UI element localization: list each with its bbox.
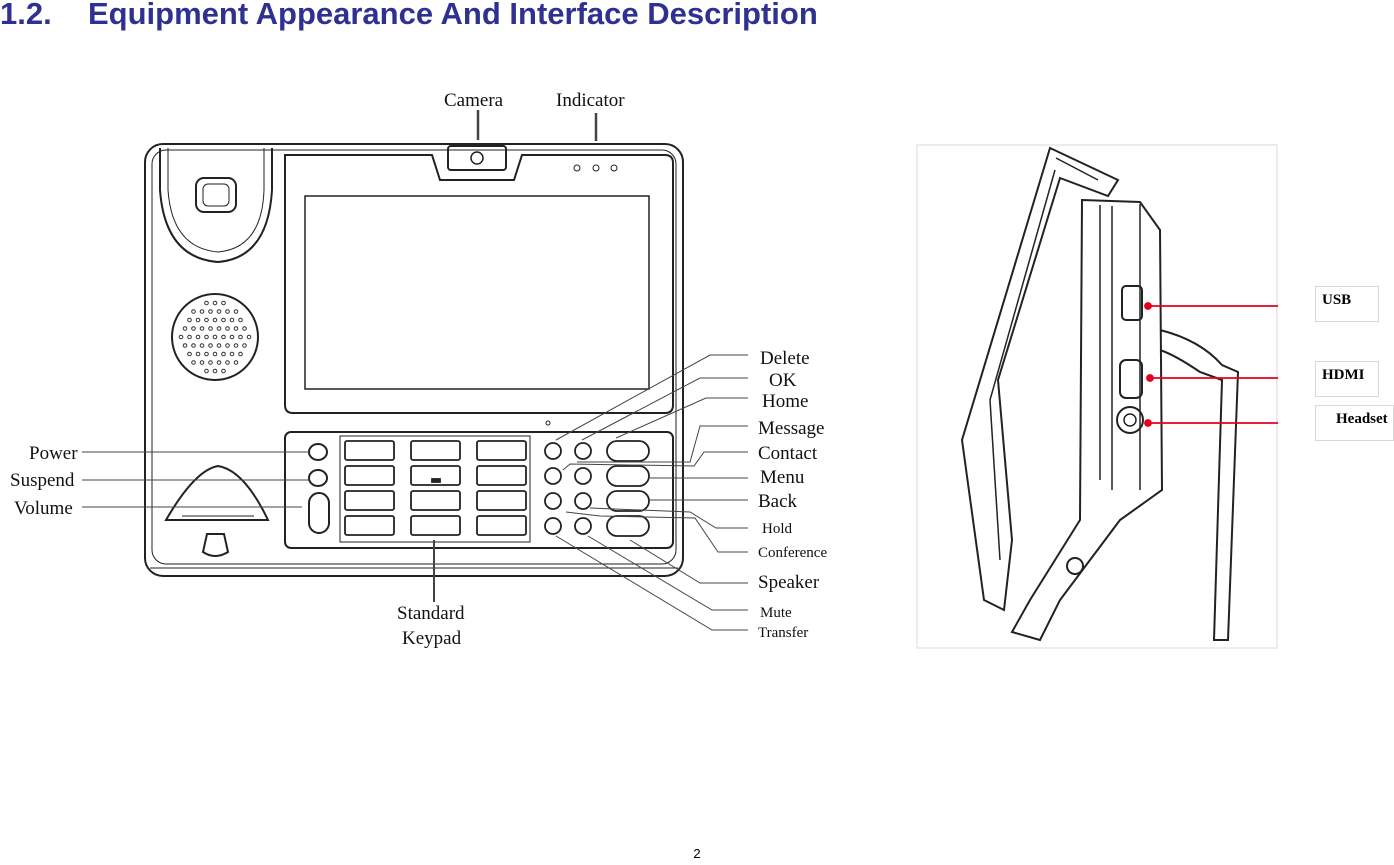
side-stand: [1159, 329, 1240, 641]
keypad-key: [344, 515, 395, 536]
keypad-key: [410, 440, 461, 461]
keypad-panel: [284, 431, 674, 549]
back-label: Back: [758, 491, 798, 512]
stand-wedge: [164, 464, 270, 521]
keypad-key: [476, 515, 527, 536]
keypad-key: [410, 490, 461, 511]
suspend-label: Suspend: [10, 470, 75, 491]
camera-module: [447, 145, 507, 171]
function-button: [574, 492, 592, 510]
indicator-led-1: [573, 164, 581, 172]
function-button: [544, 517, 562, 535]
side-back-panel: [960, 146, 1120, 612]
keypad-key: [476, 440, 527, 461]
display-screen: [304, 195, 650, 390]
home-label: Home: [762, 391, 808, 412]
function-button: [544, 492, 562, 510]
side-body: [1010, 198, 1164, 642]
speaker-grille: [171, 293, 259, 381]
delete-label: Delete: [760, 348, 810, 369]
hold-label: Hold: [762, 521, 793, 537]
handset-cradle: [159, 148, 273, 264]
keypad-key: [344, 465, 395, 486]
usb-port: [1121, 285, 1143, 321]
section-number: 1.2.: [0, 0, 52, 31]
function-button: [544, 467, 562, 485]
headset-port: [1116, 406, 1144, 434]
indicator-label: Indicator: [556, 90, 625, 111]
indicator-led-2: [592, 164, 600, 172]
keypad-label: Keypad: [402, 628, 462, 649]
indicator-led-3: [610, 164, 618, 172]
keypad-key: [410, 465, 461, 486]
function-button: [574, 442, 592, 460]
keypad-key: [344, 490, 395, 511]
function-oval-button: [606, 465, 650, 487]
phone-front-view-diagram: Camera Indicator Power Suspend Volume St…: [10, 90, 827, 649]
message-label: Message: [758, 418, 824, 439]
standard-keypad-area: [339, 435, 531, 543]
power-button: [308, 443, 328, 461]
standard-label: Standard: [397, 603, 465, 624]
volume-label: Volume: [14, 498, 73, 519]
contact-label: Contact: [758, 443, 818, 464]
keypad-key: [344, 440, 395, 461]
page-number: 2: [693, 846, 701, 861]
function-button: [544, 442, 562, 460]
screen-frame: [284, 154, 674, 414]
camera-lens: [470, 151, 484, 165]
function-button: [574, 517, 592, 535]
speaker-label: Speaker: [758, 572, 820, 593]
hdmi-port: [1119, 359, 1143, 399]
volume-button: [308, 492, 330, 534]
ok-label: OK: [769, 370, 797, 391]
usb-label: USB: [1315, 286, 1379, 322]
camera-label: Camera: [444, 90, 504, 111]
conference-label: Conference: [758, 545, 827, 561]
function-button: [574, 467, 592, 485]
suspend-button: [308, 469, 328, 487]
menu-label: Menu: [760, 467, 805, 488]
function-oval-button: [606, 490, 650, 512]
headset-label: Headset: [1315, 405, 1394, 441]
keypad-key: [476, 490, 527, 511]
phone-body-outline: [144, 143, 684, 577]
function-oval-button: [606, 440, 650, 462]
mute-label: Mute: [760, 605, 792, 621]
function-oval-button: [606, 515, 650, 537]
transfer-label: Transfer: [758, 625, 808, 641]
keypad-key: [476, 465, 527, 486]
keypad-key: [410, 515, 461, 536]
section-heading: 1.2. Equipment Appearance And Interface D…: [0, 0, 818, 32]
phone-side-view-diagram: [916, 144, 1278, 649]
section-title: Equipment Appearance And Interface Descr…: [88, 0, 818, 31]
power-label: Power: [29, 443, 78, 464]
hdmi-label: HDMI: [1315, 361, 1379, 397]
